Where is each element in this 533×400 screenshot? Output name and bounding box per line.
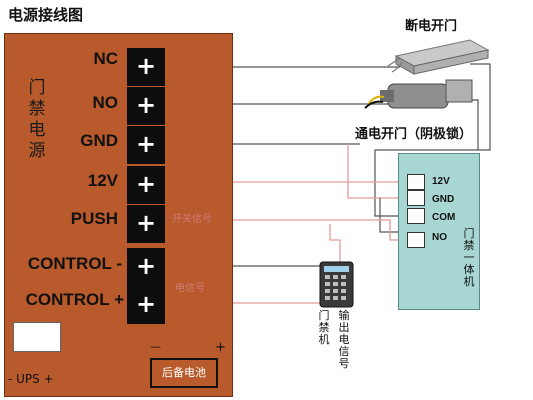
unit-terminal-no [407,232,425,248]
terminal-plus-control-plus: + [127,286,165,324]
terminal-label-gnd: GND [80,131,118,150]
unit-terminal-gnd [407,190,425,206]
terminal-plus-12v: + [127,166,165,204]
terminal-plus-gnd: + [127,126,165,164]
terminal-label-control-minus: CONTROL - [27,254,122,273]
ups-box [13,322,61,352]
terminal-label-push: PUSH [70,209,118,228]
battery-minus-sign: — [150,340,161,353]
power-supply-label: 门 禁 电 源 [28,78,46,161]
power-signal-label: 电信号 [175,283,205,294]
unit-label-12v: 12V [432,176,450,187]
terminal-plus-control-minus: + [127,248,165,286]
unit-label-gnd: GND [432,194,455,205]
terminal-label-control-plus: CONTROL + [25,290,124,309]
backup-battery: 后备电池 [150,358,218,388]
unit-label-no: NO [432,232,447,243]
terminal-plus-no: + [127,87,165,125]
ups-label: - UPS + [8,372,54,386]
output-signal-label: 输 出 电 信 号 [338,309,350,370]
wire-lock2-common [470,99,479,150]
backup-battery-label: 后备电池 [162,366,206,379]
terminal-label-nc: NC [93,49,118,68]
unit-terminal-com [407,208,425,224]
small-keypad-label: 门 禁 机 [318,309,330,346]
wire-gnd-small [329,224,341,262]
diagram-title: 电源接线图 [8,6,84,24]
wire-gnd-keypad [347,144,407,199]
access-control-unit-label: 门 禁 一 体 机 [463,227,475,288]
terminal-label-no: NO [92,93,119,112]
unit-label-com: COM [432,212,456,223]
terminal-plus-push: + [127,205,165,243]
unit-terminal-12v [407,174,425,190]
switch-signal-label: 开关信号 [172,214,212,225]
lock-fail-safe-label: 通电开门（阴极锁） [355,127,473,142]
battery-plus-sign: + [215,340,226,355]
terminal-plus-nc: + [127,48,165,86]
terminal-label-12v: 12V [87,171,118,190]
lock-fail-secure-label: 断电开门 [405,19,458,34]
